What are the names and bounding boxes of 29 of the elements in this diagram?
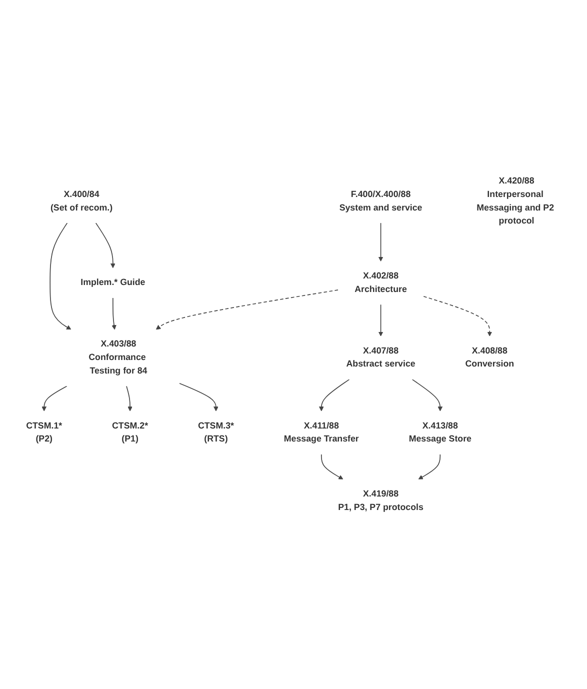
arrow	[378, 222, 384, 262]
node-text: X.402/88 Architecture	[354, 271, 407, 294]
arrow	[50, 222, 72, 330]
diagram-drawing: X.400/84 (Set of recom.) F.400/X.400/88 System and service Implem.* Guide X.402/88 Architecture X.403/88 Conformance Testing for 84 X.407/88 Abstract service X.408/88 Conversion CTSM.1* (P2) CTSM.2* (P1) CTSM.3* (RTS) X.411/88 Message Transfer X.413/88 Message Store X.419/88 P1, P3, P7 protocols X.420/88 Interpersonal Messaging and P2 protocol	[5, 162, 582, 528]
arrow	[418, 454, 441, 480]
arrow	[423, 296, 492, 336]
arrow	[318, 379, 350, 412]
node-text: X.419/88 P1, P3, P7 protocols	[338, 489, 424, 512]
arrow	[112, 297, 116, 330]
arrow	[156, 290, 338, 330]
arrow	[412, 379, 443, 412]
node-text: CTSM.3* (RTS)	[198, 421, 234, 444]
node-text: Implem.* Guide	[80, 278, 146, 288]
arrow	[320, 454, 344, 480]
node-text: X.411/88 Message Transfer	[284, 421, 359, 444]
arrow	[126, 386, 132, 412]
node-text: CTSM.1* (P2)	[26, 421, 62, 444]
node-text: CTSM.2* (P1)	[112, 421, 148, 444]
arrow	[95, 222, 116, 268]
node-text: X.408/88 Conversion	[465, 346, 514, 369]
arrow	[42, 386, 68, 412]
node-text: X.413/88 Message Store	[408, 421, 472, 444]
node-text: X.403/88 Conformance Testing for 84	[88, 340, 148, 376]
node-text: F.400/X.400/88 System and service	[339, 190, 422, 212]
node-text: X.420/88 Interpersonal Messaging and P2 protocol	[476, 176, 554, 226]
node-text: X.407/88 Abstract service	[346, 346, 416, 369]
node-text: X.400/84 (Set of recom.)	[50, 190, 113, 212]
arrow	[378, 304, 384, 336]
arrow	[179, 382, 218, 412]
